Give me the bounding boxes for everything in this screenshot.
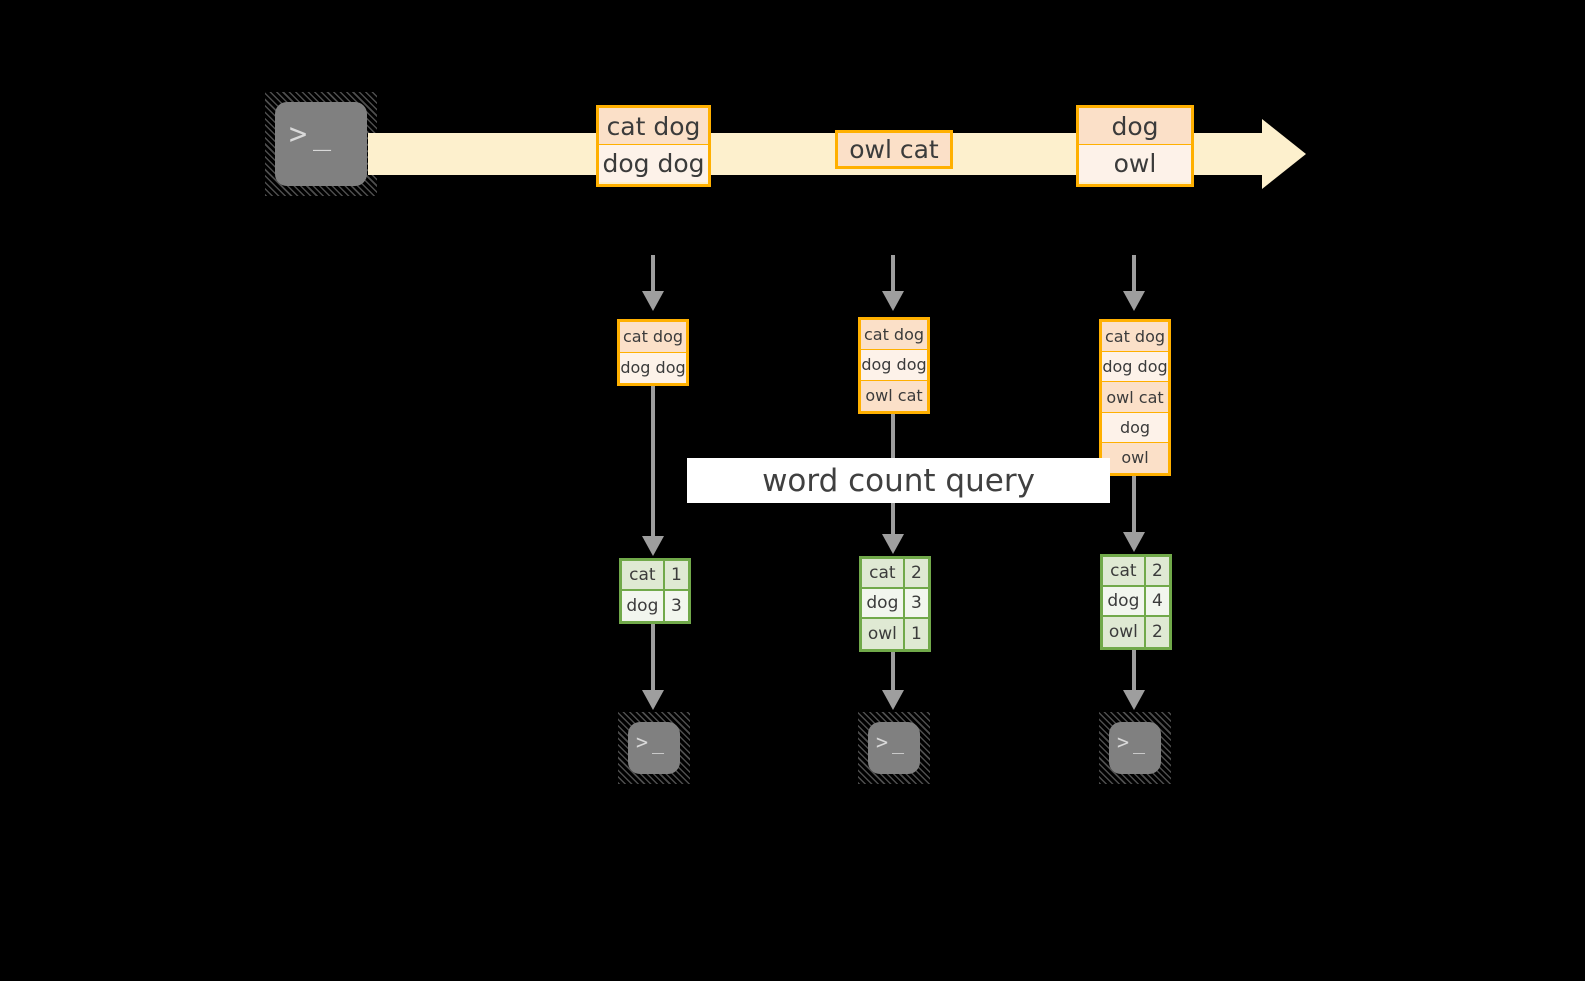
terminal-screen: > _: [868, 722, 920, 774]
word-count-result-table: cat 1 dog 3: [619, 558, 691, 624]
state-store-stack: cat dog dog dog owl cat dog owl: [1099, 319, 1171, 476]
state-line: cat dog: [1102, 322, 1168, 353]
terminal-cursor-glyph: _: [892, 730, 905, 754]
terminal-cursor-glyph: _: [313, 117, 332, 152]
state-line: dog: [1102, 412, 1168, 443]
stream-to-state-arrowhead: [642, 291, 664, 311]
table-row: cat 1: [622, 561, 688, 591]
table-row: dog 3: [622, 591, 688, 621]
state-line: dog dog: [861, 350, 927, 381]
result-word: dog: [622, 591, 665, 621]
result-count: 1: [904, 619, 928, 649]
state-to-result-connector: [651, 386, 655, 536]
producer-terminal-icon: > _: [265, 92, 377, 196]
result-count: 2: [1145, 617, 1169, 647]
result-word: cat: [622, 561, 665, 589]
stream-message-line: owl cat: [838, 133, 950, 166]
result-to-consumer-connector: [1132, 650, 1136, 690]
input-stream-arrowhead: [1262, 119, 1306, 189]
word-count-query-label: word count query: [762, 462, 1035, 499]
state-to-result-arrowhead: [1123, 532, 1145, 552]
stream-message: owl cat: [835, 130, 953, 169]
word-count-result-table: cat 2 dog 3 owl 1: [859, 556, 931, 652]
table-row: owl 2: [1103, 617, 1169, 647]
stream-message-line: dog dog: [599, 145, 708, 182]
terminal-prompt-glyph: >: [1117, 730, 1130, 754]
stream-to-state-arrowhead: [1123, 291, 1145, 311]
state-line: owl cat: [1102, 382, 1168, 413]
result-word: cat: [862, 559, 905, 587]
state-to-result-connector: [1132, 476, 1136, 532]
result-to-consumer-arrowhead: [1123, 690, 1145, 710]
result-count: 1: [664, 561, 688, 589]
state-store-stack: cat dog dog dog owl cat: [858, 317, 930, 414]
result-count: 4: [1145, 587, 1169, 615]
result-word: dog: [1103, 587, 1146, 615]
state-to-result-arrowhead: [642, 536, 664, 556]
terminal-screen: > _: [275, 102, 367, 186]
state-line: owl cat: [861, 380, 927, 411]
table-row: cat 2: [862, 559, 928, 589]
result-to-consumer-arrowhead: [882, 690, 904, 710]
word-count-query-band: word count query: [687, 458, 1110, 503]
state-line: cat dog: [620, 322, 686, 353]
result-to-consumer-arrowhead: [642, 690, 664, 710]
result-to-consumer-connector: [651, 624, 655, 690]
terminal-prompt-glyph: >: [636, 730, 649, 754]
result-word: owl: [862, 619, 905, 649]
stream-message-line: dog: [1079, 108, 1191, 145]
state-line: dog dog: [620, 352, 686, 383]
consumer-terminal-icon: > _: [618, 712, 690, 784]
result-word: owl: [1103, 617, 1146, 647]
stream-message: dog owl: [1076, 105, 1194, 187]
stream-to-state-connector: [651, 255, 655, 291]
state-line: cat dog: [861, 320, 927, 351]
table-row: cat 2: [1103, 557, 1169, 587]
stream-to-state-connector: [891, 255, 895, 291]
result-count: 2: [904, 559, 928, 587]
terminal-prompt-glyph: >: [876, 730, 889, 754]
result-to-consumer-connector: [891, 652, 895, 690]
result-count: 2: [1145, 557, 1169, 585]
table-row: dog 3: [862, 589, 928, 619]
consumer-terminal-icon: > _: [858, 712, 930, 784]
result-count: 3: [904, 589, 928, 617]
result-word: cat: [1103, 557, 1146, 585]
terminal-cursor-glyph: _: [1133, 730, 1146, 754]
state-store-stack: cat dog dog dog: [617, 319, 689, 386]
consumer-terminal-icon: > _: [1099, 712, 1171, 784]
state-to-result-arrowhead: [882, 534, 904, 554]
stream-to-state-arrowhead: [882, 291, 904, 311]
terminal-cursor-glyph: _: [652, 730, 665, 754]
stream-to-state-connector: [1132, 255, 1136, 291]
result-count: 3: [664, 591, 688, 621]
table-row: dog 4: [1103, 587, 1169, 617]
terminal-prompt-glyph: >: [289, 117, 308, 152]
stream-message: cat dog dog dog: [596, 105, 711, 187]
terminal-screen: > _: [1109, 722, 1161, 774]
stream-message-line: owl: [1079, 145, 1191, 182]
state-line: owl: [1102, 442, 1168, 473]
word-count-result-table: cat 2 dog 4 owl 2: [1100, 554, 1172, 650]
table-row: owl 1: [862, 619, 928, 649]
terminal-screen: > _: [628, 722, 680, 774]
stream-message-line: cat dog: [599, 108, 708, 145]
result-word: dog: [862, 589, 905, 617]
state-line: dog dog: [1102, 352, 1168, 383]
